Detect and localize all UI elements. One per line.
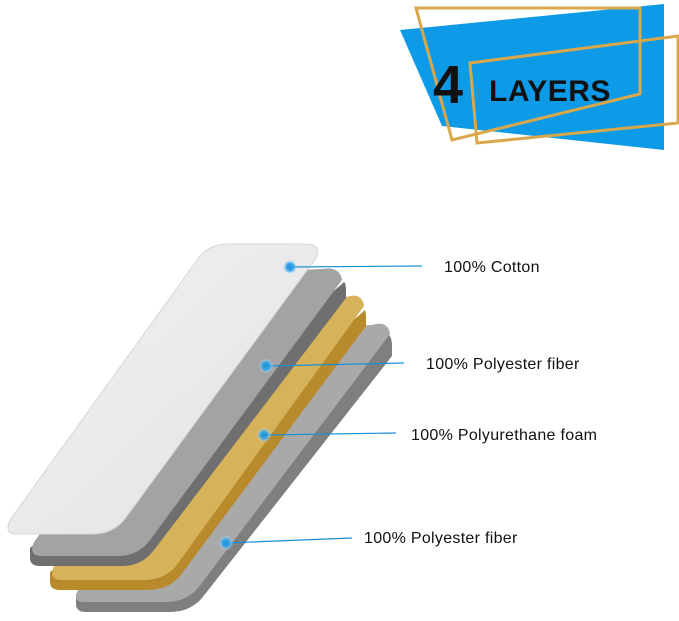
leader-line-cotton xyxy=(289,265,423,268)
marker-dot-polyester-bottom xyxy=(219,536,233,550)
layer-stack xyxy=(7,243,392,612)
leader-line-polyester-bottom xyxy=(225,537,353,544)
label-layer-2: 100% Polyester fiber xyxy=(426,356,580,373)
leader-line-polyester-top xyxy=(265,362,405,367)
label-layer-1: 100% Cotton xyxy=(444,259,540,276)
layer-markers xyxy=(219,260,297,550)
badge-blue-panel xyxy=(400,4,664,150)
badge-gold-frame-right xyxy=(468,34,679,145)
badge-word: LAYERS xyxy=(489,75,611,108)
label-layer-4: 100% Polyester fiber xyxy=(364,530,518,547)
marker-dot-polyester-top xyxy=(259,359,273,373)
leader-lines xyxy=(225,265,423,544)
label-layer-3: 100% Polyurethane foam xyxy=(411,427,597,444)
badge-number: 4 xyxy=(433,55,463,115)
leader-line-foam xyxy=(263,432,397,436)
layers-badge: 4 LAYERS xyxy=(400,4,679,150)
badge-gold-frame-left xyxy=(414,6,642,142)
marker-dot-foam xyxy=(257,428,271,442)
layer-labels: 100% Cotton 100% Polyester fiber 100% Po… xyxy=(364,259,597,547)
marker-dot-cotton xyxy=(283,260,297,274)
layer-1-cotton xyxy=(7,243,319,535)
